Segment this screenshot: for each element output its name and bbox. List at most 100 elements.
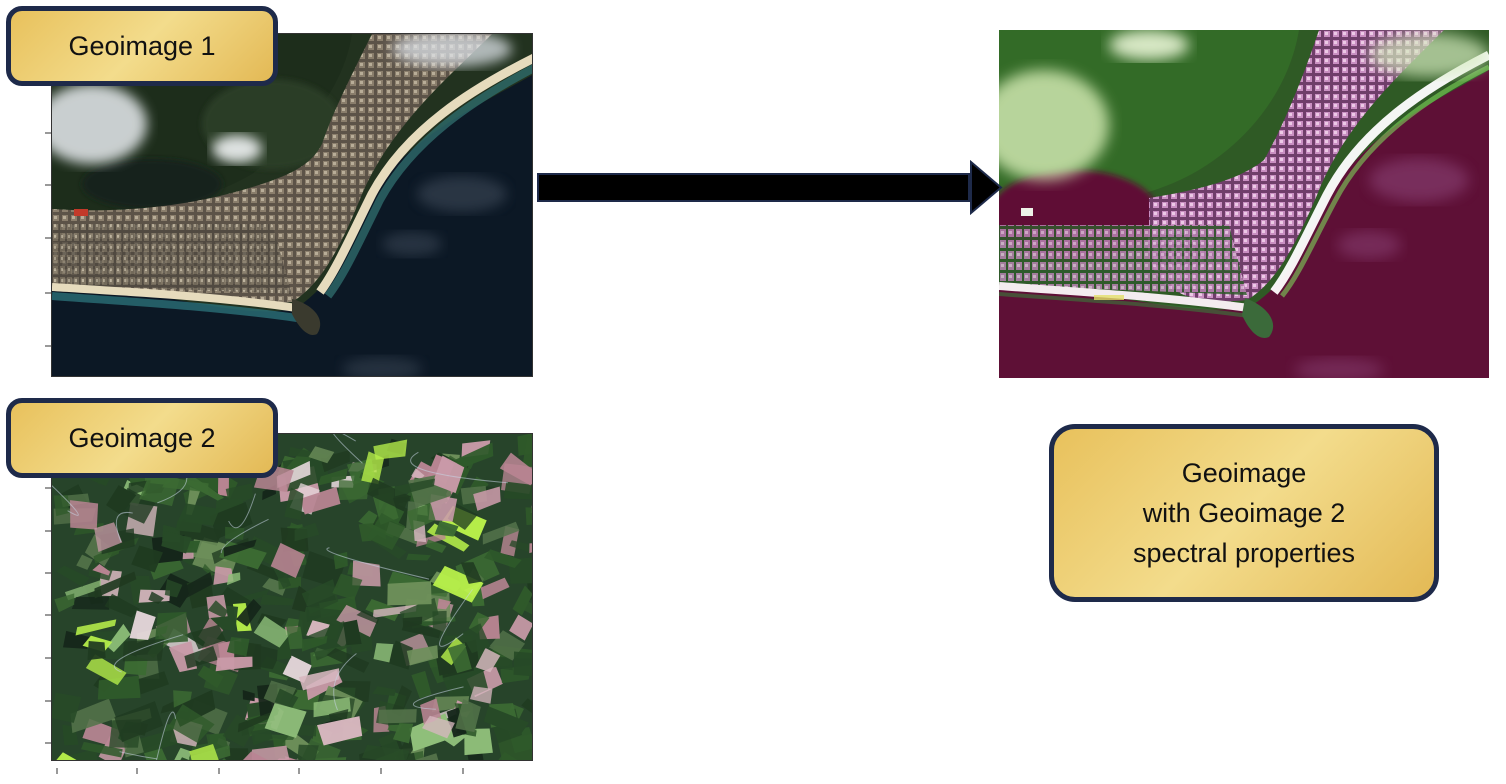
field-patch <box>52 692 82 723</box>
field-patch <box>373 643 394 663</box>
field-patch <box>308 621 356 661</box>
field-patch <box>175 520 203 533</box>
field-patch <box>164 579 183 598</box>
field-patch <box>224 748 250 760</box>
field-patch <box>475 647 501 673</box>
geoimage-1-label: Geoimage 1 <box>6 6 278 86</box>
field-patch <box>270 542 306 578</box>
field-patch <box>434 520 459 537</box>
field-patch <box>367 512 406 550</box>
field-patch <box>253 616 291 648</box>
field-patch <box>92 564 111 576</box>
result-label-line-2: with Geoimage 2 <box>1142 498 1346 528</box>
field-patch <box>432 565 484 603</box>
field-patch <box>512 585 532 616</box>
field-patch <box>480 577 510 600</box>
road-line <box>114 634 184 673</box>
field-patch <box>191 624 226 650</box>
field-patch <box>356 610 380 624</box>
field-patch <box>242 751 270 760</box>
field-patch <box>76 554 93 570</box>
field-patch <box>406 553 431 561</box>
field-patch <box>56 565 90 587</box>
field-patch <box>509 614 532 641</box>
field-patch <box>225 483 254 508</box>
field-patch <box>320 450 350 473</box>
road-line <box>439 589 473 647</box>
field-patch <box>242 690 255 702</box>
road-line <box>119 751 158 760</box>
geoimage-1-label-text: Geoimage 1 <box>68 30 216 61</box>
geoimage-2-x-ticks <box>51 761 533 774</box>
field-patch <box>202 563 215 577</box>
field-patch <box>71 596 110 610</box>
field-patch <box>387 724 403 732</box>
field-patch <box>114 701 164 743</box>
field-patch <box>407 503 436 531</box>
field-patch <box>237 709 280 733</box>
field-patch <box>509 540 532 558</box>
field-patch <box>286 625 305 650</box>
field-patch <box>142 743 172 760</box>
field-patch <box>461 623 491 654</box>
field-patch <box>104 593 140 618</box>
field-patch <box>251 745 290 760</box>
field-patch <box>226 572 241 586</box>
field-patch <box>338 479 370 501</box>
field-patch <box>522 437 532 469</box>
field-patch <box>148 591 165 604</box>
field-patch <box>401 620 441 639</box>
field-patch <box>298 668 340 691</box>
field-patch <box>250 644 282 670</box>
arrow-head <box>970 160 1003 215</box>
field-patch <box>138 671 169 695</box>
road-line <box>220 518 269 554</box>
field-patch <box>131 545 163 573</box>
field-patch <box>432 610 447 636</box>
field-patch <box>209 501 253 539</box>
field-patch <box>87 641 106 661</box>
field-patch <box>69 748 99 760</box>
result-label-line-1: Geoimage <box>1181 458 1307 488</box>
field-patch <box>411 670 432 699</box>
field-patch <box>387 581 432 606</box>
geoimage-1-panel <box>51 33 533 377</box>
field-patch <box>460 562 483 584</box>
field-patch <box>373 439 408 460</box>
field-patch <box>54 593 75 613</box>
field-patch <box>508 556 532 584</box>
field-patch <box>422 715 455 739</box>
field-patch <box>455 442 494 470</box>
geoimage-2-panel <box>51 433 533 761</box>
geoimage-2-label-text: Geoimage 2 <box>68 422 216 453</box>
geoimage-2-y-ticks <box>45 433 51 761</box>
field-patch <box>70 698 117 733</box>
field-patch <box>161 531 192 554</box>
geoimage-2-label: Geoimage 2 <box>6 398 278 478</box>
field-patch <box>173 747 191 760</box>
field-patch <box>308 446 335 464</box>
field-patch <box>148 557 184 580</box>
road-line <box>333 434 363 464</box>
field-patch <box>521 698 532 719</box>
field-patch <box>75 619 117 636</box>
field-patch <box>80 741 123 758</box>
field-patch <box>97 675 141 700</box>
field-patch <box>378 709 417 724</box>
field-patch <box>274 688 299 708</box>
field-patch <box>236 598 262 627</box>
field-patch <box>94 571 137 599</box>
result-label-line-3: spectral properties <box>1132 538 1356 568</box>
field-patch <box>197 665 224 689</box>
field-patch <box>317 716 363 746</box>
field-patch <box>466 749 486 760</box>
field-patch <box>503 481 532 500</box>
road-line <box>326 547 430 580</box>
field-patch <box>394 478 436 497</box>
field-patch <box>296 744 319 760</box>
road-line <box>52 485 79 516</box>
field-patch <box>425 539 447 553</box>
field-patch <box>317 468 348 486</box>
field-patch <box>332 573 363 600</box>
field-patch <box>225 526 245 540</box>
